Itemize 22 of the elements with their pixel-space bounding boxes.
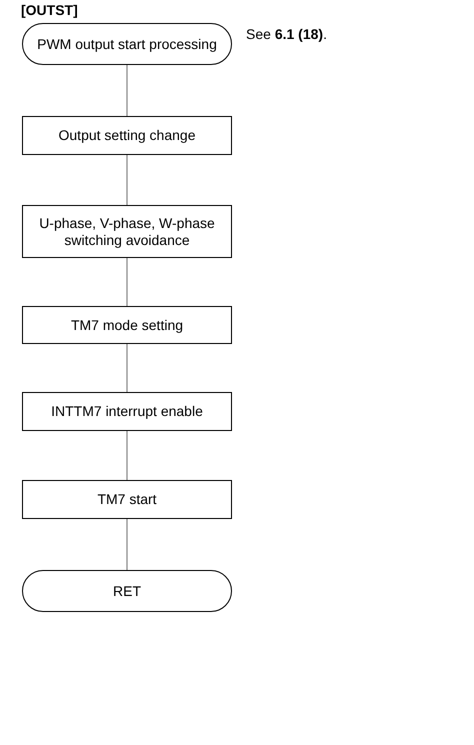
- connector-line: [126, 154, 128, 206]
- flowchart-title: [OUTST]: [21, 3, 78, 17]
- connector-line: [126, 344, 128, 392]
- connector-line: [126, 64, 128, 116]
- connector-line: [126, 258, 128, 306]
- connector-line: [126, 430, 128, 480]
- node-text: INTTM7 interrupt enable: [51, 403, 203, 420]
- node-text: Output setting change: [58, 127, 196, 144]
- node-text: TM7 start: [97, 491, 157, 508]
- process-box: [22, 306, 232, 344]
- connector-line: [126, 518, 128, 570]
- process-box: [22, 392, 232, 431]
- process-box: [22, 116, 232, 155]
- process-box: [22, 205, 232, 258]
- node-text: RET: [113, 582, 141, 600]
- terminal-shape: [22, 23, 232, 65]
- reference-note: See 6.1 (18).: [246, 26, 327, 43]
- process-box: [22, 480, 232, 519]
- node-text: TM7 mode setting: [70, 316, 184, 334]
- terminal-shape: [22, 570, 232, 612]
- node-text: U-phase, V-phase, W-phase switching avoidance: [38, 214, 216, 248]
- node-text: PWM output start processing: [37, 36, 217, 52]
